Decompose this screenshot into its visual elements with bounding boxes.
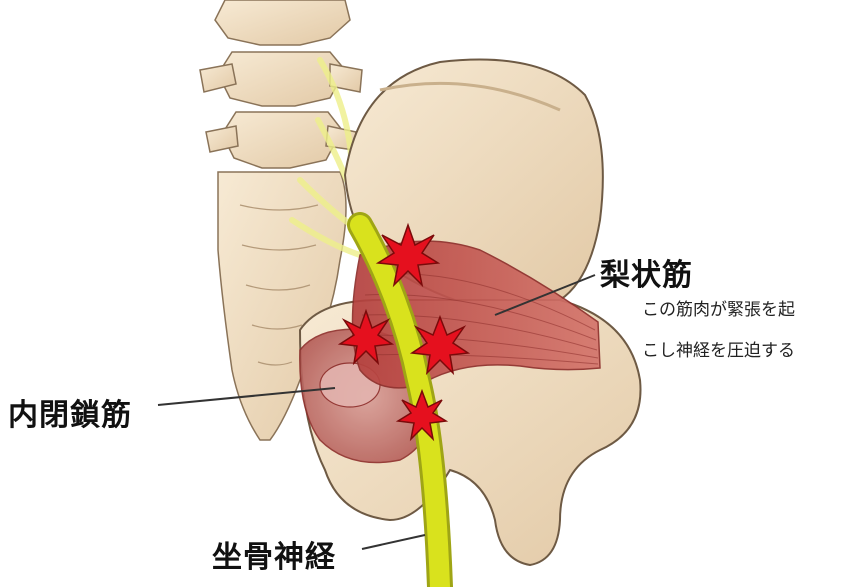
sciatic-nerve-label: 坐骨神経 [206,532,342,576]
pain-burst-icon [337,308,395,366]
sciatic-leader-line [361,534,426,550]
lumbar-vertebrae [199,0,363,169]
piriformis-note-line1: この筋肉が緊張を起 [636,295,801,320]
obturator-leader-line [157,387,336,406]
pain-burst-icon [409,314,471,376]
sacrum [217,171,347,441]
pain-burst-icon [375,222,441,288]
piriformis-note-line2: こし神経を圧迫する [636,336,801,361]
piriformis-label: 梨状筋 [600,258,693,293]
obturator-internus-label: 内閉鎖筋 [8,398,132,433]
piriformis-leader-line [494,274,596,316]
pain-burst-icon [395,388,449,442]
